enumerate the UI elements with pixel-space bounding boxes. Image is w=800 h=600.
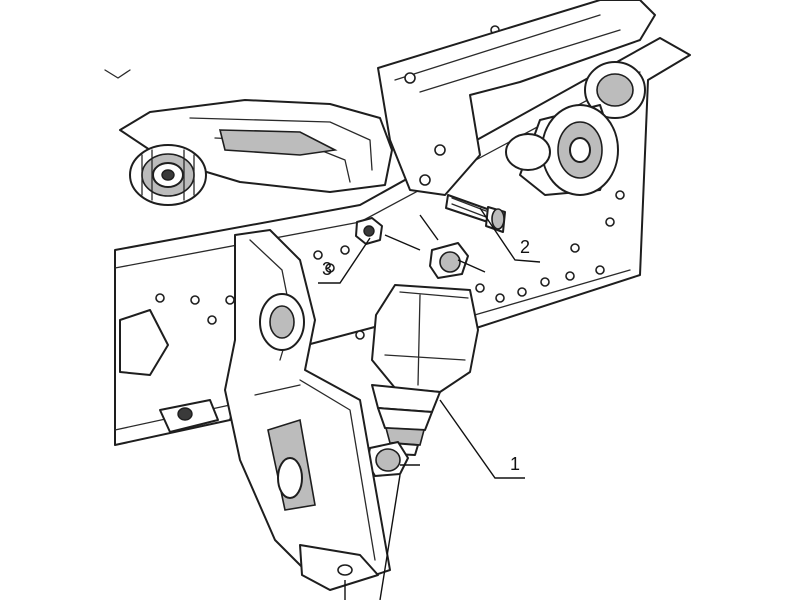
upper-mounting-bracket xyxy=(377,0,656,196)
nut-part-3 xyxy=(355,217,383,245)
callout-label-3: 3 xyxy=(322,259,332,279)
shock-lower-eye xyxy=(366,441,409,477)
callout-2-group: 2 xyxy=(479,207,541,263)
callout-label-2: 2 xyxy=(520,237,530,257)
shock-upper-eye xyxy=(429,242,469,279)
bracket-side-pin xyxy=(159,399,219,433)
callout-label-1: 1 xyxy=(510,454,520,474)
air-spring-part-1 xyxy=(371,284,479,456)
arm-bushing-left xyxy=(129,144,207,206)
assembly-center-lines xyxy=(344,214,486,600)
callout-3-group: 3 xyxy=(318,237,371,284)
callout-1-group: 1 xyxy=(439,399,525,479)
bracket-upper-bushing xyxy=(259,293,305,351)
bolt-part-2 xyxy=(445,194,506,233)
upper-bushing-housing xyxy=(505,104,619,196)
